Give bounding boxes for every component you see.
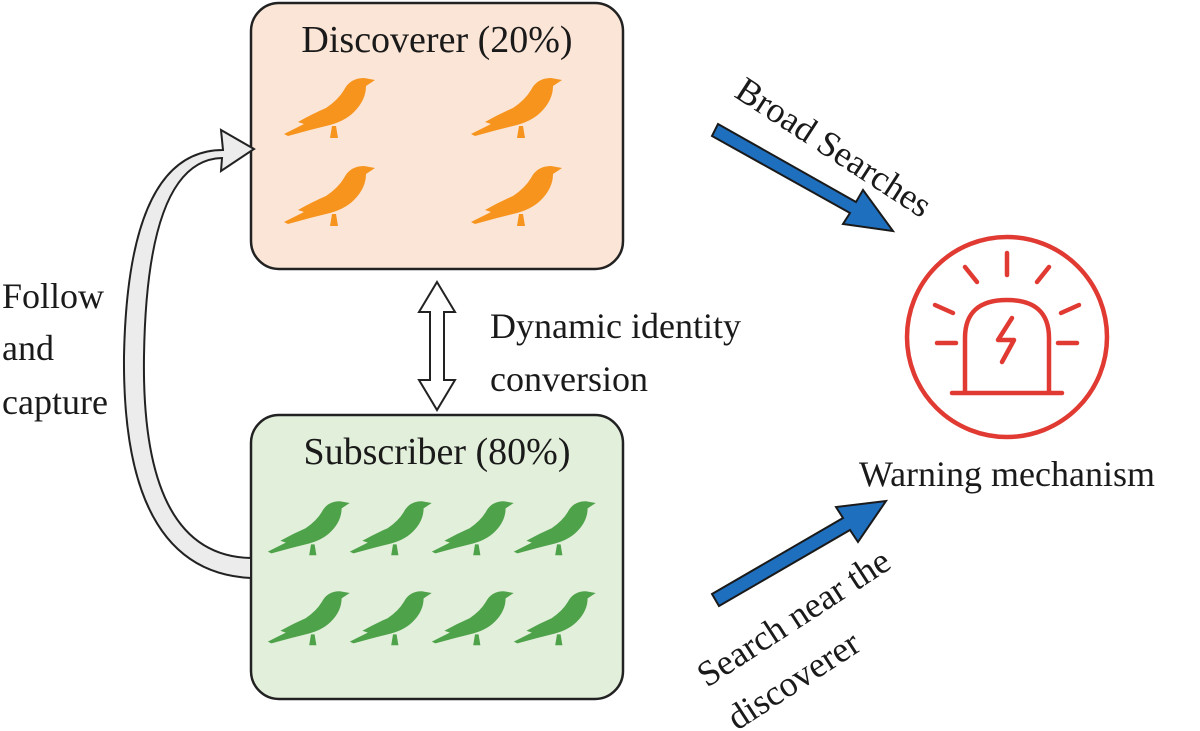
warning-circle	[904, 234, 1110, 440]
warning-mechanism-label: Warning mechanism	[859, 454, 1155, 494]
broad-searches-arrow	[710, 122, 896, 233]
discoverer-box: Discoverer (20%)	[249, 1, 625, 271]
dynamic-conversion-label-line-2: conversion	[490, 359, 648, 399]
follow-capture-label-line-2: and	[2, 328, 54, 368]
discoverer-title: Discoverer (20%)	[301, 19, 572, 61]
subscriber-box: Subscriber (80%)	[249, 413, 625, 701]
dynamic-conversion-arrow	[417, 280, 457, 412]
subscriber-title: Subscriber (80%)	[304, 431, 571, 473]
search-near-arrow	[710, 499, 889, 608]
dynamic-conversion-label-line-1: Dynamic identity	[490, 306, 741, 346]
follow-capture-arrow	[122, 128, 256, 580]
follow-capture-label-line-1: Follow	[2, 276, 104, 316]
follow-capture-label-line-3: capture	[2, 382, 108, 422]
alarm-siren-icon	[904, 234, 1110, 440]
